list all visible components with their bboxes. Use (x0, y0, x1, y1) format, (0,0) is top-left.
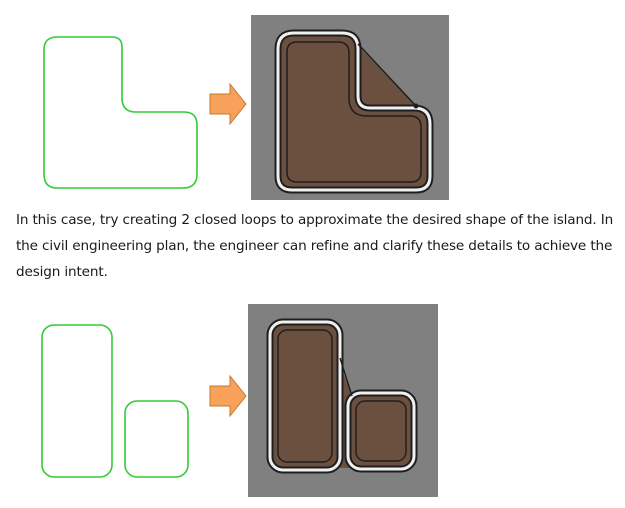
tall-loop-outline (41, 324, 113, 478)
small-island-fill (348, 393, 414, 469)
description-paragraph: In this case, try creating 2 closed loop… (16, 212, 614, 280)
tangent-line (339, 357, 353, 397)
tall-island-curb-inner (277, 329, 333, 463)
small-loop-outline (124, 400, 189, 478)
right-arrow-icon (209, 374, 247, 418)
tall-island-curb-white (268, 320, 342, 472)
small-island-curb-inner (355, 400, 407, 462)
small-island-curb-white (346, 391, 416, 471)
figure-l-shape-svg (43, 15, 449, 200)
tangent-point (413, 103, 419, 109)
figure-l-shape (0, 0, 625, 200)
figure-two-loops-svg (41, 304, 438, 497)
figure-two-loops (0, 300, 625, 508)
tangent-line (357, 43, 417, 107)
tall-island-fill (270, 322, 340, 470)
right-arrow-icon (209, 82, 247, 126)
island-curb-inner (286, 41, 422, 183)
island-curb-outer-white (276, 31, 432, 192)
l-shape-outline (43, 36, 198, 189)
